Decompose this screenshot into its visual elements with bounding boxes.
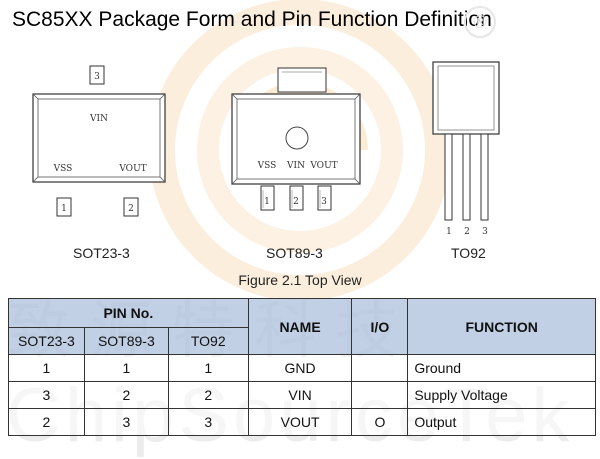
to92-pin-cell: 2 — [167, 381, 249, 409]
sot23-pin-cell: 3 — [8, 381, 85, 409]
to92-package-label: TO92 — [451, 245, 486, 261]
io-header: I/O — [351, 298, 409, 355]
pin-function-table: PIN No. NAME I/O FUNCTION SOT23-3 SOT89-… — [8, 298, 596, 436]
name-cell: VOUT — [247, 408, 353, 436]
figure-caption: Figure 2.1 Top View — [238, 272, 362, 288]
sot23-pin-1: 1 — [61, 204, 67, 214]
name-cell: VIN — [247, 381, 353, 409]
io-cell: O — [351, 408, 409, 436]
function-cell: Ground — [407, 354, 596, 382]
function-cell: Supply Voltage — [407, 381, 596, 409]
sot23-top-pin: 3 — [94, 72, 100, 82]
to92-pin-cell: 1 — [167, 354, 249, 382]
sot89-drawing: VSS VIN VOUT 1 2 3 — [231, 67, 361, 211]
table-row: 2 3 3 VOUT O Output — [8, 408, 596, 436]
sot23-pin-2: 2 — [128, 204, 134, 214]
sot89-pin-cell: 3 — [83, 408, 169, 436]
name-cell: GND — [247, 354, 353, 382]
sot89-pin-2: 2 — [293, 197, 299, 207]
sot23-package-label: SOT23-3 — [73, 245, 130, 261]
sot23-column-header: SOT23-3 — [8, 327, 85, 355]
io-cell — [351, 354, 409, 382]
sot89-vss-label: VSS — [257, 161, 277, 171]
sot23-pin-cell: 1 — [8, 354, 85, 382]
function-header: FUNCTION — [407, 298, 596, 355]
sot23-vout-label: VOUT — [118, 164, 146, 174]
to92-drawing: 1 2 3 — [432, 61, 500, 237]
table-row: 3 2 2 VIN Supply Voltage — [8, 381, 596, 409]
to92-pin-cell: 3 — [167, 408, 249, 436]
sot89-vin-label: VIN — [286, 161, 305, 171]
sot23-vin-label: VIN — [89, 114, 108, 124]
sot89-pin-3: 3 — [321, 197, 327, 207]
sot89-column-header: SOT89-3 — [83, 327, 169, 355]
to92-pin-2: 2 — [464, 227, 470, 237]
sot89-pin-cell: 1 — [83, 354, 169, 382]
function-cell: Output — [407, 408, 596, 436]
name-header: NAME — [247, 298, 353, 355]
sot89-pin-1: 1 — [264, 197, 270, 207]
to92-column-header: TO92 — [167, 327, 249, 355]
sot23-drawing: 3 VIN VSS VOUT 1 2 — [32, 65, 166, 217]
table-row: 1 1 1 GND Ground — [8, 354, 596, 382]
sot89-vout-label: VOUT — [309, 161, 337, 171]
pin-no-header: PIN No. — [8, 298, 249, 328]
to92-pin-3: 3 — [482, 227, 488, 237]
to92-pin-1: 1 — [446, 227, 452, 237]
sot23-pin-cell: 2 — [8, 408, 85, 436]
io-cell — [351, 381, 409, 409]
registered-mark: ® — [464, 6, 496, 38]
sot89-package-label: SOT89-3 — [266, 245, 323, 261]
sot23-vss-label: VSS — [53, 164, 73, 174]
page-title: SC85XX Package Form and Pin Function Def… — [12, 8, 492, 31]
sot89-pin-cell: 2 — [83, 381, 169, 409]
